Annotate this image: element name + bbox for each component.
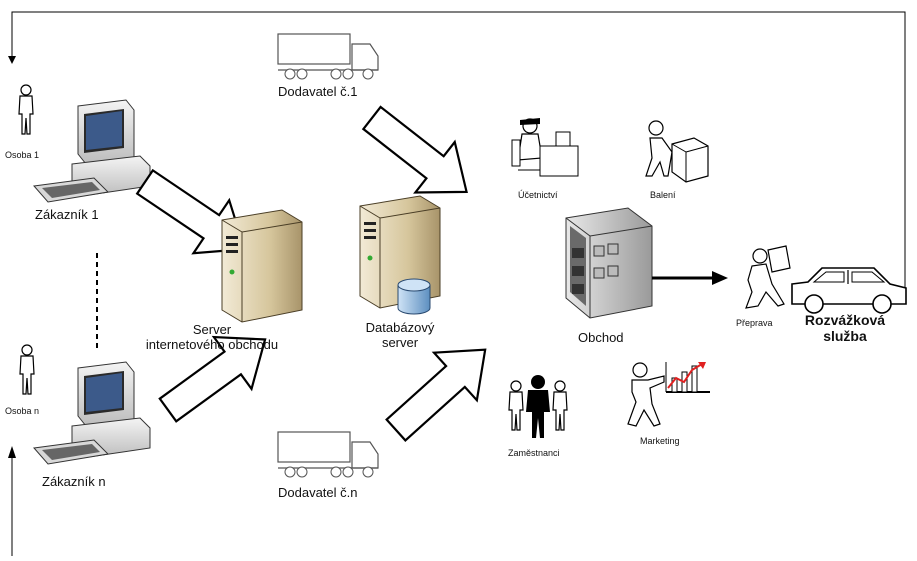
db-server-label-line1: Databázový — [365, 320, 435, 335]
web-server-label-line1: Server — [192, 322, 232, 337]
employees-label: Zaměstnanci — [508, 448, 560, 458]
person-icon — [19, 344, 35, 395]
truck-icon — [277, 33, 379, 80]
person-n-label: Osoba n — [5, 406, 40, 416]
transport-label: Přeprava — [736, 318, 773, 328]
delivery-service-label-line2: služba — [823, 328, 867, 344]
delivery-service-label-line1: Rozvážková — [804, 312, 886, 328]
accounting-label: Účetnictví — [518, 190, 558, 200]
shop-label: Obchod — [578, 330, 624, 345]
supplier-1-label: Dodavatel č.1 — [278, 84, 358, 99]
building-icon — [565, 207, 653, 319]
packing-label: Balení — [650, 190, 676, 200]
person-1-label: Osoba 1 — [5, 150, 40, 160]
car-icon — [791, 267, 907, 314]
delivery-service-label: Rozvážková služba — [790, 312, 900, 344]
web-server-label: Server internetového obchodu — [112, 322, 312, 352]
packing-worker-icon — [645, 120, 709, 183]
marketing-icon — [627, 362, 710, 427]
db-server-label: Databázový server — [340, 320, 460, 350]
truck-icon — [277, 431, 379, 478]
accountant-icon — [511, 118, 579, 177]
person-icon — [18, 84, 34, 135]
customer-1-label: Zákazník 1 — [35, 207, 99, 222]
supplier-n-label: Dodavatel č.n — [278, 485, 358, 500]
web-server-label-line2: internetového obchodu — [145, 337, 279, 352]
database-icon — [397, 278, 431, 315]
employees-icon — [508, 375, 568, 438]
marketing-label: Marketing — [640, 436, 680, 446]
server-tower-icon — [221, 209, 303, 323]
database-server-icon — [359, 195, 441, 315]
customer-n-label: Zákazník n — [42, 474, 106, 489]
db-server-label-line2: server — [381, 335, 419, 350]
computer-icon — [33, 361, 151, 465]
feedback-frame-line — [8, 11, 906, 556]
courier-icon — [745, 245, 791, 309]
delivery-arrow — [652, 271, 728, 285]
computer-icon — [33, 99, 151, 203]
